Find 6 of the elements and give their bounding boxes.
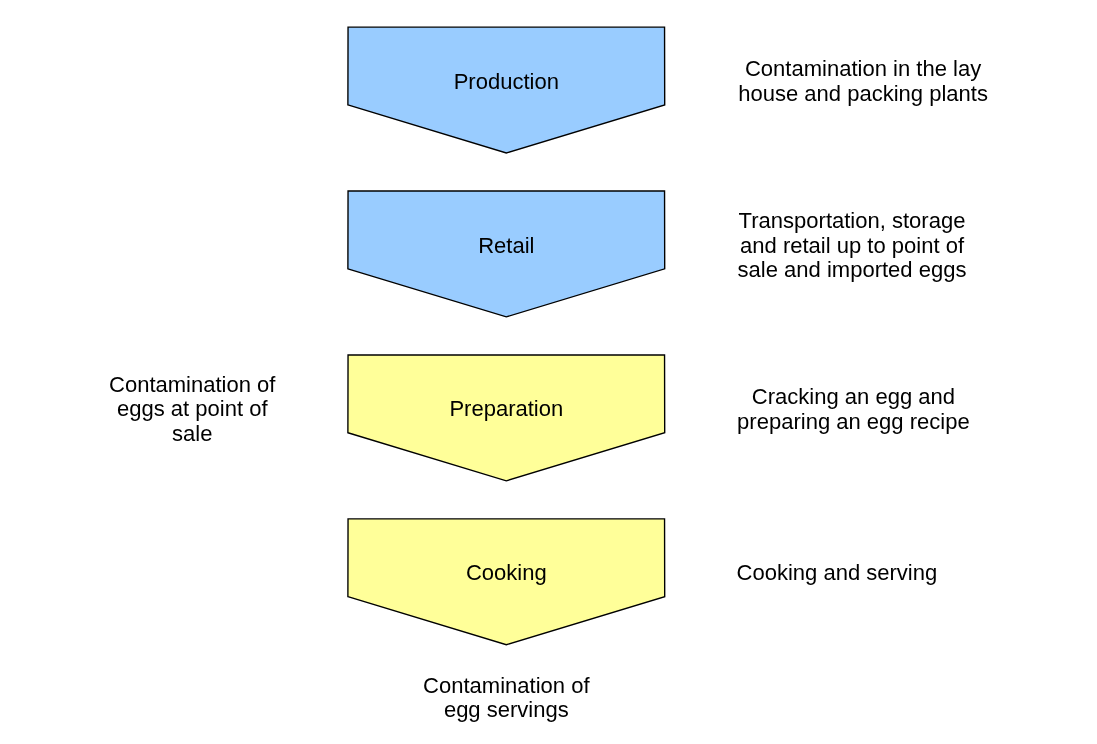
- node-label: Contamination in the lay house and packing plants: [737, 56, 988, 107]
- label: Contamination of egg servings: [422, 672, 590, 723]
- label: Contamination of eggs at point of sale: [108, 371, 275, 447]
- node-label: Cracking an egg and preparing an egg recipe: [736, 384, 970, 434]
- node-label: Cooking and serving: [736, 560, 937, 586]
- node-label: Transportation, storage and retail up to point of sale and imported eggs: [737, 207, 966, 283]
